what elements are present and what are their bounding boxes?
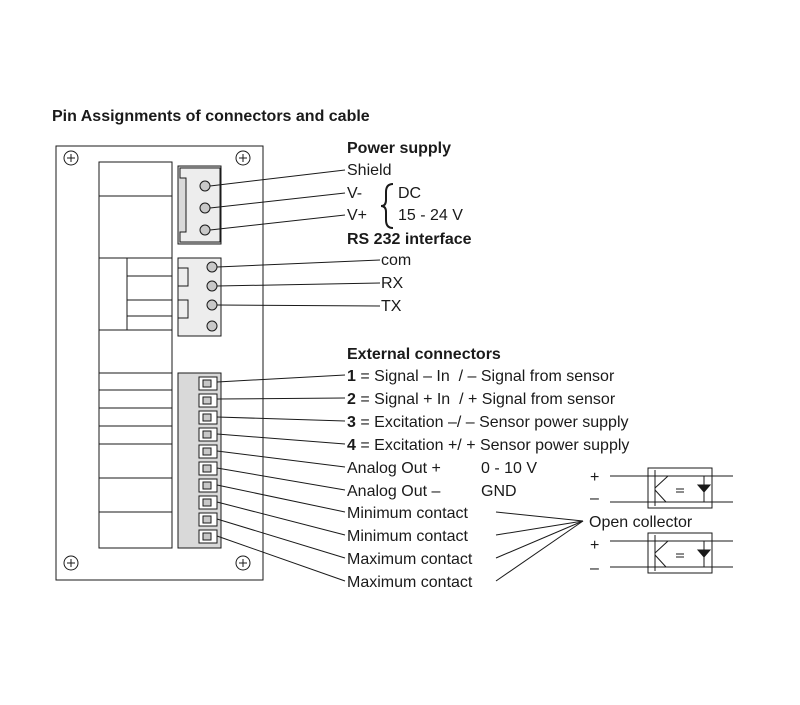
- max-contact-2-label: Maximum contact: [347, 574, 473, 591]
- terminal-screw: [202, 481, 212, 490]
- open-collector-minus-bottom: –: [590, 560, 599, 577]
- open-collector-label: Open collector: [589, 514, 693, 531]
- rs232-heading: RS 232 interface: [347, 231, 472, 248]
- module-column: [98, 161, 173, 549]
- terminal-screw: [202, 379, 212, 388]
- pin-shield: [199, 180, 211, 192]
- min-contact-2-label: Minimum contact: [347, 528, 468, 545]
- terminal-screw: [202, 498, 212, 507]
- curly-brace-icon: [380, 183, 394, 229]
- terminal-screw: [202, 464, 212, 473]
- terminal-screw: [202, 413, 212, 422]
- screw-icon-bottom-right: [235, 555, 251, 571]
- device-housing: [55, 145, 264, 581]
- pin-tx: [206, 299, 218, 311]
- pin-label-rx: RX: [381, 275, 404, 292]
- terminal-screw: [202, 430, 212, 439]
- pin-label-com: com: [381, 252, 411, 269]
- pin-rx: [206, 280, 218, 292]
- open-collector-minus-top: –: [590, 490, 599, 507]
- ext-pin-1-label: 1 = Signal – In / – Signal from sensor: [347, 368, 615, 385]
- external-connectors-heading: External connectors: [347, 346, 501, 363]
- rs232-terminal-block: [177, 257, 222, 337]
- max-contact-1-label: Maximum contact: [347, 551, 473, 568]
- open-collector-plus-top: +: [590, 469, 599, 486]
- analog-out-plus-value: 0 - 10 V: [481, 460, 537, 477]
- ext-pin-4-label: 4 = Excitation +/ + Sensor power supply: [347, 437, 629, 454]
- pin-label-shield: Shield: [347, 162, 391, 179]
- terminal-screw: [202, 396, 212, 405]
- screw-icon-top-left: [63, 150, 79, 166]
- dc-voltage-range: 15 - 24 V: [398, 207, 463, 224]
- analog-out-minus-label: Analog Out –: [347, 483, 441, 500]
- pin-com: [206, 261, 218, 273]
- optocoupler-icon-top: [610, 467, 733, 509]
- ext-pin-3-label: 3 = Excitation –/ – Sensor power supply: [347, 414, 629, 431]
- terminal-screw: [202, 532, 212, 541]
- analog-out-minus-value: GND: [481, 483, 517, 500]
- screw-icon-bottom-left: [63, 555, 79, 571]
- min-contact-1-label: Minimum contact: [347, 505, 468, 522]
- pin-label-v-minus: V-: [347, 185, 362, 202]
- pin-v-plus: [199, 224, 211, 236]
- leader-lines: [209, 169, 584, 582]
- ext-pin-2-label: 2 = Signal + In / + Signal from sensor: [347, 391, 616, 408]
- external-pins: [198, 376, 218, 544]
- external-terminal-strip: [177, 372, 222, 549]
- open-collector-plus-bottom: +: [590, 537, 599, 554]
- power-supply-heading: Power supply: [347, 140, 451, 157]
- dc-label: DC: [398, 185, 421, 202]
- page-title: Pin Assignments of connectors and cable: [52, 108, 370, 125]
- terminal-screw: [202, 447, 212, 456]
- optocoupler-icon-bottom: [610, 532, 733, 574]
- power-terminal-block: [177, 165, 222, 245]
- terminal-screw: [202, 515, 212, 524]
- pin-label-tx: TX: [381, 298, 402, 315]
- screw-icon-top-right: [235, 150, 251, 166]
- pin-v-minus: [199, 202, 211, 214]
- pin-label-v-plus: V+: [347, 207, 367, 224]
- analog-out-plus-label: Analog Out +: [347, 460, 441, 477]
